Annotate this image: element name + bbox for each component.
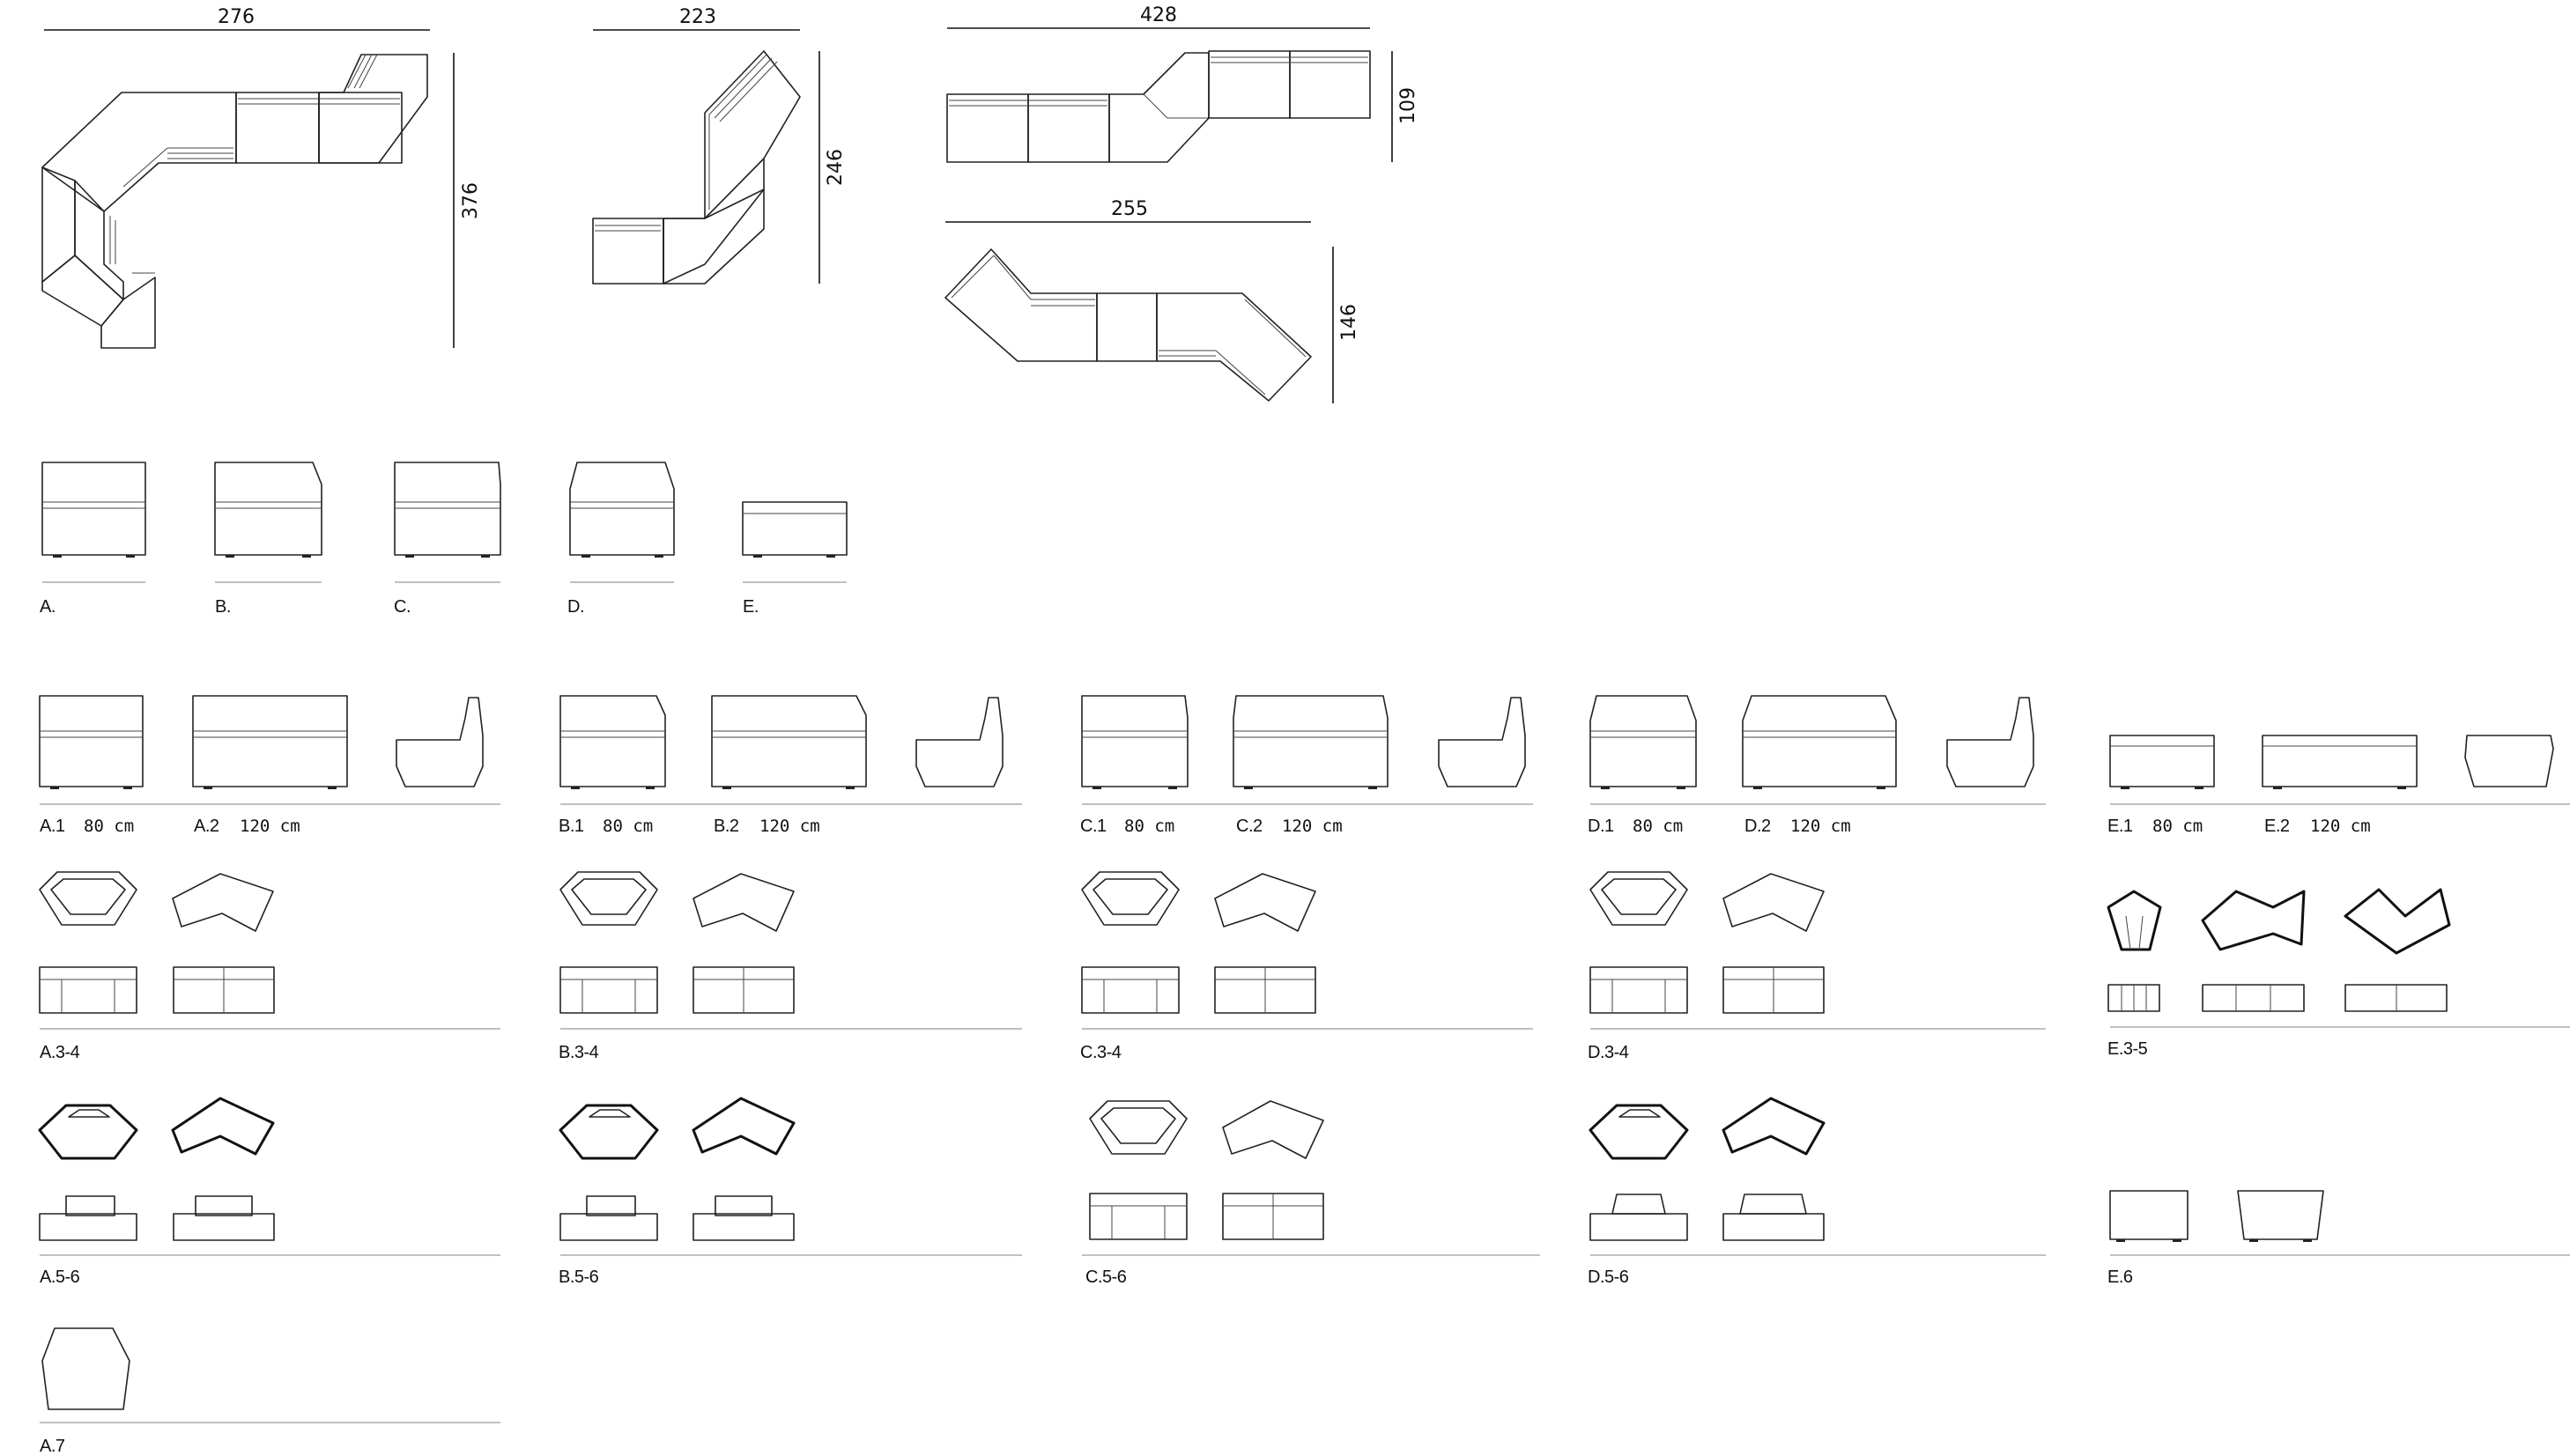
layout-4-depth-label: 146 [1338, 304, 1360, 341]
b1-size: 80 cm [603, 817, 653, 836]
family-b-code: B. [215, 597, 231, 617]
c2-size: 120 cm [1282, 817, 1343, 836]
c34-label: C.3-4 [1080, 1043, 1122, 1062]
c1-size: 80 cm [1124, 817, 1174, 836]
b56-label: B.5-6 [559, 1268, 599, 1287]
a34-label: A.3-4 [40, 1043, 80, 1062]
family-overview: A. B. C. D. E. [40, 462, 848, 617]
e1-size: 80 cm [2152, 817, 2203, 836]
b2-size: 120 cm [759, 817, 820, 836]
a2-label: A.2 [194, 817, 219, 836]
family-d-section: D.1 80 cm D.2 120 cm D.3-4 D.5-6 [1588, 695, 2046, 1287]
layout-3-plan: 428 109 [946, 4, 1419, 163]
layout-2-plan: 223 246 [592, 6, 847, 285]
layout-3-depth-label: 109 [1397, 87, 1419, 124]
layout-4-plan: 255 146 [944, 198, 1360, 403]
family-a-section: A.1 80 cm A.2 120 cm A.3-4 A.5-6 [38, 695, 500, 1287]
a7-section: A.7 [40, 1327, 500, 1456]
d34-label: D.3-4 [1588, 1043, 1629, 1062]
d1-size: 80 cm [1633, 817, 1683, 836]
family-b-section: B.1 80 cm B.2 120 cm B.3-4 B.5-6 [559, 695, 1022, 1287]
layout-4-width-label: 255 [1111, 198, 1148, 220]
c2-label: C.2 [1236, 817, 1263, 836]
layout-3-width-label: 428 [1140, 4, 1177, 26]
e2-size: 120 cm [2310, 817, 2371, 836]
d1-label: D.1 [1588, 817, 1614, 836]
a7-label: A.7 [40, 1437, 65, 1456]
b34-label: B.3-4 [559, 1043, 599, 1062]
b2-label: B.2 [714, 817, 739, 836]
family-c-code: C. [394, 597, 411, 617]
e6-label: E.6 [2107, 1268, 2133, 1287]
layout-1-width-label: 276 [218, 6, 255, 28]
family-a-code: A. [40, 597, 56, 617]
c56-label: C.5-6 [1085, 1268, 1127, 1287]
family-d-code: D. [567, 597, 584, 617]
d2-size: 120 cm [1790, 817, 1851, 836]
layout-2-width-label: 223 [679, 6, 716, 28]
family-e-code: E. [743, 597, 759, 617]
d56-label: D.5-6 [1588, 1268, 1629, 1287]
family-e-section: E.1 80 cm E.2 120 cm E.3-5 E.6 [2107, 735, 2570, 1287]
a1-label: A.1 [40, 817, 65, 836]
e35-label: E.3-5 [2107, 1039, 2148, 1059]
family-c-section: C.1 80 cm C.2 120 cm C.3-4 C.5-6 [1080, 695, 1540, 1287]
a56-label: A.5-6 [40, 1268, 80, 1287]
e2-label: E.2 [2264, 817, 2290, 836]
b1-label: B.1 [559, 817, 584, 836]
layout-2-depth-label: 246 [825, 149, 847, 186]
a1-size: 80 cm [84, 817, 134, 836]
layout-1-depth-label: 376 [460, 182, 482, 219]
e1-label: E.1 [2107, 817, 2133, 836]
d2-label: D.2 [1744, 817, 1771, 836]
layout-1-plan: 276 376 [41, 6, 482, 349]
c1-label: C.1 [1080, 817, 1107, 836]
a2-size: 120 cm [240, 817, 300, 836]
